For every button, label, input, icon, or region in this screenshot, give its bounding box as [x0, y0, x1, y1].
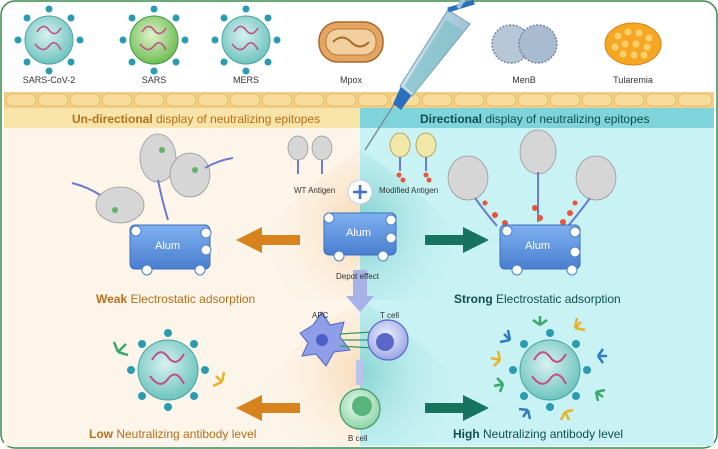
modified-antigen-icon [389, 132, 437, 183]
left-header-band [4, 108, 360, 128]
alum-label-right: Alum [525, 240, 551, 252]
synapse-lines [339, 331, 373, 349]
bacteria-icon [491, 24, 558, 64]
left-antibody-label: Low Neutralizing antibody level [89, 427, 256, 441]
alum-label-left: Alum [155, 240, 181, 252]
virus-icon [14, 5, 84, 75]
depot-effect-label: Depot effect [336, 272, 379, 281]
b-cell-icon [339, 388, 381, 430]
syringe-icon [364, 0, 475, 151]
left-header: Un-directional display of neutralizing e… [72, 112, 320, 126]
right-header-strong: Directional [420, 112, 483, 126]
right-antibody-label: High Neutralizing antibody level [453, 427, 623, 441]
antigen-cluster-left [71, 133, 234, 224]
right-arrows [425, 227, 489, 421]
pathogen-label: SARS [141, 75, 167, 85]
right-header-rest: display of neutralizing epitopes [482, 112, 650, 126]
right-fan-upper [360, 150, 490, 300]
virus-high-antibody-icon [509, 329, 591, 411]
pathogen-label: Tularemia [613, 75, 653, 85]
right-antibody-rest: Neutralizing antibody level [479, 427, 624, 441]
left-arrows [236, 227, 300, 421]
right-header-band [360, 108, 714, 128]
right-adsorption-label: Strong Electrostatic adsorption [454, 292, 621, 306]
left-header-rest: display of neutralizing epitopes [152, 112, 321, 126]
alum-particle-center [323, 212, 397, 262]
left-adsorption-strong: Weak [96, 292, 128, 306]
left-adsorption-label: Weak Electrostatic adsorption [96, 292, 255, 306]
b-cell-label: B cell [348, 434, 368, 443]
epithelium-strip [4, 92, 714, 108]
bacteria-icon [604, 22, 662, 66]
t-cell-icon [367, 319, 409, 361]
alum-label-center: Alum [346, 227, 372, 239]
left-header-strong: Un-directional [72, 112, 153, 126]
pathogen-label: MERS [232, 75, 260, 85]
left-fan-upper [230, 150, 360, 300]
right-antibody-strong: High [453, 427, 480, 441]
apc-label: APC [312, 311, 329, 320]
depot-arrow-head [346, 296, 374, 312]
plus-icon-mark [353, 185, 367, 199]
wt-antigen-icon [287, 135, 333, 174]
antibody-icon [490, 316, 607, 421]
modified-antigen-label: Modified Antigen [379, 186, 439, 195]
apc-cell-icon [299, 311, 351, 367]
right-adsorption-rest: Electrostatic adsorption [492, 292, 621, 306]
pathogen-label: MenB [512, 75, 536, 85]
right-adsorption-strong: Strong [454, 292, 493, 306]
virus-icon [211, 5, 281, 75]
t-cell-label: T cell [380, 311, 399, 320]
left-adsorption-rest: Electrostatic adsorption [127, 292, 256, 306]
antigen-cluster-right [447, 129, 617, 227]
antibody-icon [112, 341, 226, 388]
left-antibody-rest: Neutralizing antibody level [113, 427, 257, 441]
pathogen-label: Mpox [339, 75, 363, 85]
wt-antigen-label: WT Antigen [294, 186, 336, 195]
pathogen-label: SARS-CoV-2 [22, 75, 76, 85]
right-header: Directional display of neutralizing epit… [420, 112, 649, 126]
alum-particle-left [129, 224, 212, 276]
virus-icon [119, 5, 189, 75]
alum-particle-right [499, 224, 581, 276]
virus-low-antibody-icon [127, 329, 209, 411]
left-antibody-strong: Low [89, 427, 113, 441]
poxvirus-icon [318, 21, 384, 63]
